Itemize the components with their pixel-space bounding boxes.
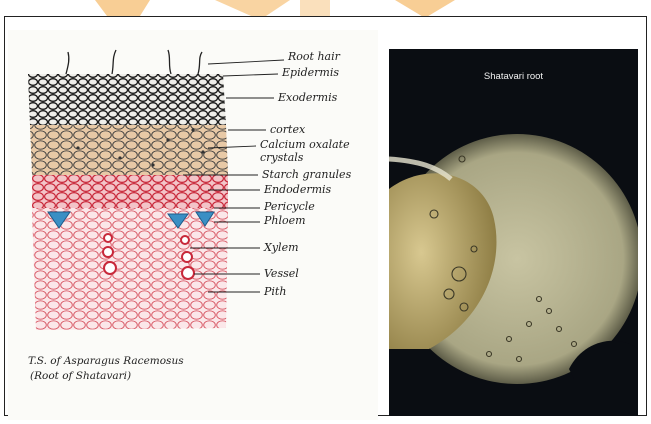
label-pericycle: Pericycle (264, 200, 315, 213)
label-pith: Pith (264, 285, 286, 298)
label-epidermis: Epidermis (282, 66, 339, 79)
label-endodermis: Endodermis (264, 183, 331, 196)
label-xylem: Xylem (264, 241, 299, 254)
label-crystals: crystals (260, 151, 303, 164)
label-starch-granules: Starch granules (262, 168, 351, 181)
label-exodermis: Exodermis (278, 91, 337, 104)
caption-subtitle: (Root of Shatavari) (30, 370, 131, 382)
hand-drawn-diagram: Root hair Epidermis Exodermis cortex Cal… (8, 30, 378, 420)
photo-title: Shatavari root (389, 71, 638, 82)
microscope-photo: Shatavari root (389, 49, 638, 416)
label-root-hair: Root hair (288, 50, 340, 63)
microscope-field-image (389, 49, 638, 416)
label-calcium-oxalate: Calcium oxalate (260, 138, 350, 151)
label-phloem: Phloem (264, 214, 306, 227)
label-vessel: Vessel (264, 267, 299, 280)
label-cortex: cortex (270, 123, 305, 136)
caption-title: T.S. of Asparagus Racemosus (28, 355, 184, 367)
